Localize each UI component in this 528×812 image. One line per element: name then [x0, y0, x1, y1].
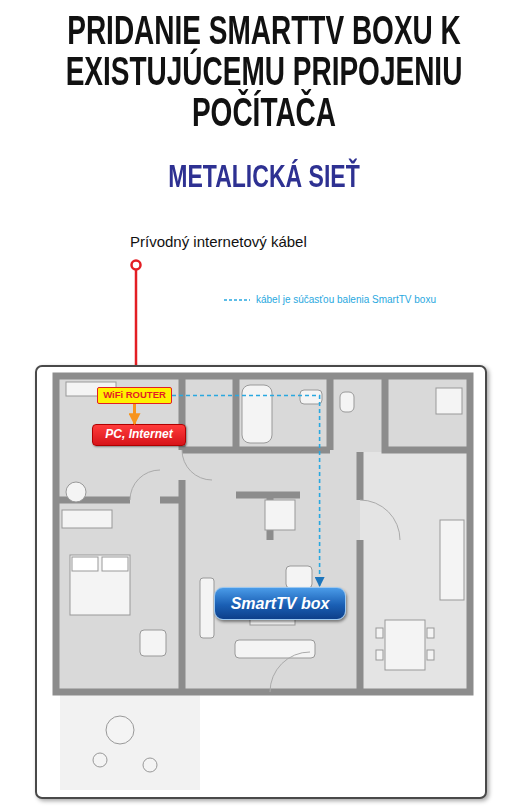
bathtub [242, 385, 272, 443]
chair [427, 650, 434, 660]
shower [436, 388, 462, 414]
garden-chair [93, 753, 107, 767]
furniture [62, 382, 464, 772]
sofa [235, 640, 315, 658]
title: PRIDANIE SMARTTV BOXU K EXISTUJÚCEMU PRI… [30, 10, 498, 133]
pc-box: PC, Internet [92, 424, 186, 446]
sink [300, 390, 322, 404]
kitchen-counter [440, 520, 464, 600]
legend-text: kábel je súčasťou balenia SmartTV boxu [256, 294, 516, 306]
legend-dashed-sample [224, 299, 250, 301]
cable-entry-dot [132, 261, 141, 270]
wall [357, 452, 364, 692]
armchair [286, 566, 312, 588]
door-swing [130, 470, 160, 500]
smarttv-box: SmartTV box [214, 587, 346, 620]
doors [130, 450, 400, 692]
subtitle: METALICKÁ SIEŤ [48, 158, 480, 194]
plant [66, 482, 86, 502]
pillow [102, 557, 128, 571]
chair [376, 628, 383, 638]
node-text: SmartTV box [228, 595, 333, 613]
chair [376, 650, 383, 660]
orange-arrow [133, 404, 136, 424]
door-swing [360, 500, 400, 540]
outer-wall [56, 376, 470, 692]
toilet [340, 392, 354, 412]
pillow [72, 557, 98, 571]
router-box: WiFi ROUTER [97, 387, 172, 404]
wall [182, 376, 470, 450]
cable-label: Prívodný internetový kábel [130, 233, 390, 251]
walls [56, 376, 470, 692]
door-swing [270, 652, 310, 692]
chair [427, 628, 434, 638]
bed [70, 555, 130, 615]
terrace [60, 690, 200, 790]
door-swing [182, 450, 212, 480]
dashed-cable [172, 396, 320, 587]
dining-table [385, 620, 425, 670]
garden-table [106, 716, 134, 744]
kitchen-floor [360, 452, 470, 692]
piano [265, 500, 295, 530]
node-text: WiFi ROUTER [100, 390, 169, 400]
floor [56, 376, 470, 692]
node-text: PC, Internet [102, 428, 175, 441]
wall [236, 495, 300, 540]
armchair [140, 630, 166, 656]
plan-frame [36, 366, 486, 798]
wardrobe [62, 510, 112, 528]
sofa [200, 578, 214, 638]
garden-chair [143, 758, 157, 772]
floor-plan [56, 376, 470, 790]
